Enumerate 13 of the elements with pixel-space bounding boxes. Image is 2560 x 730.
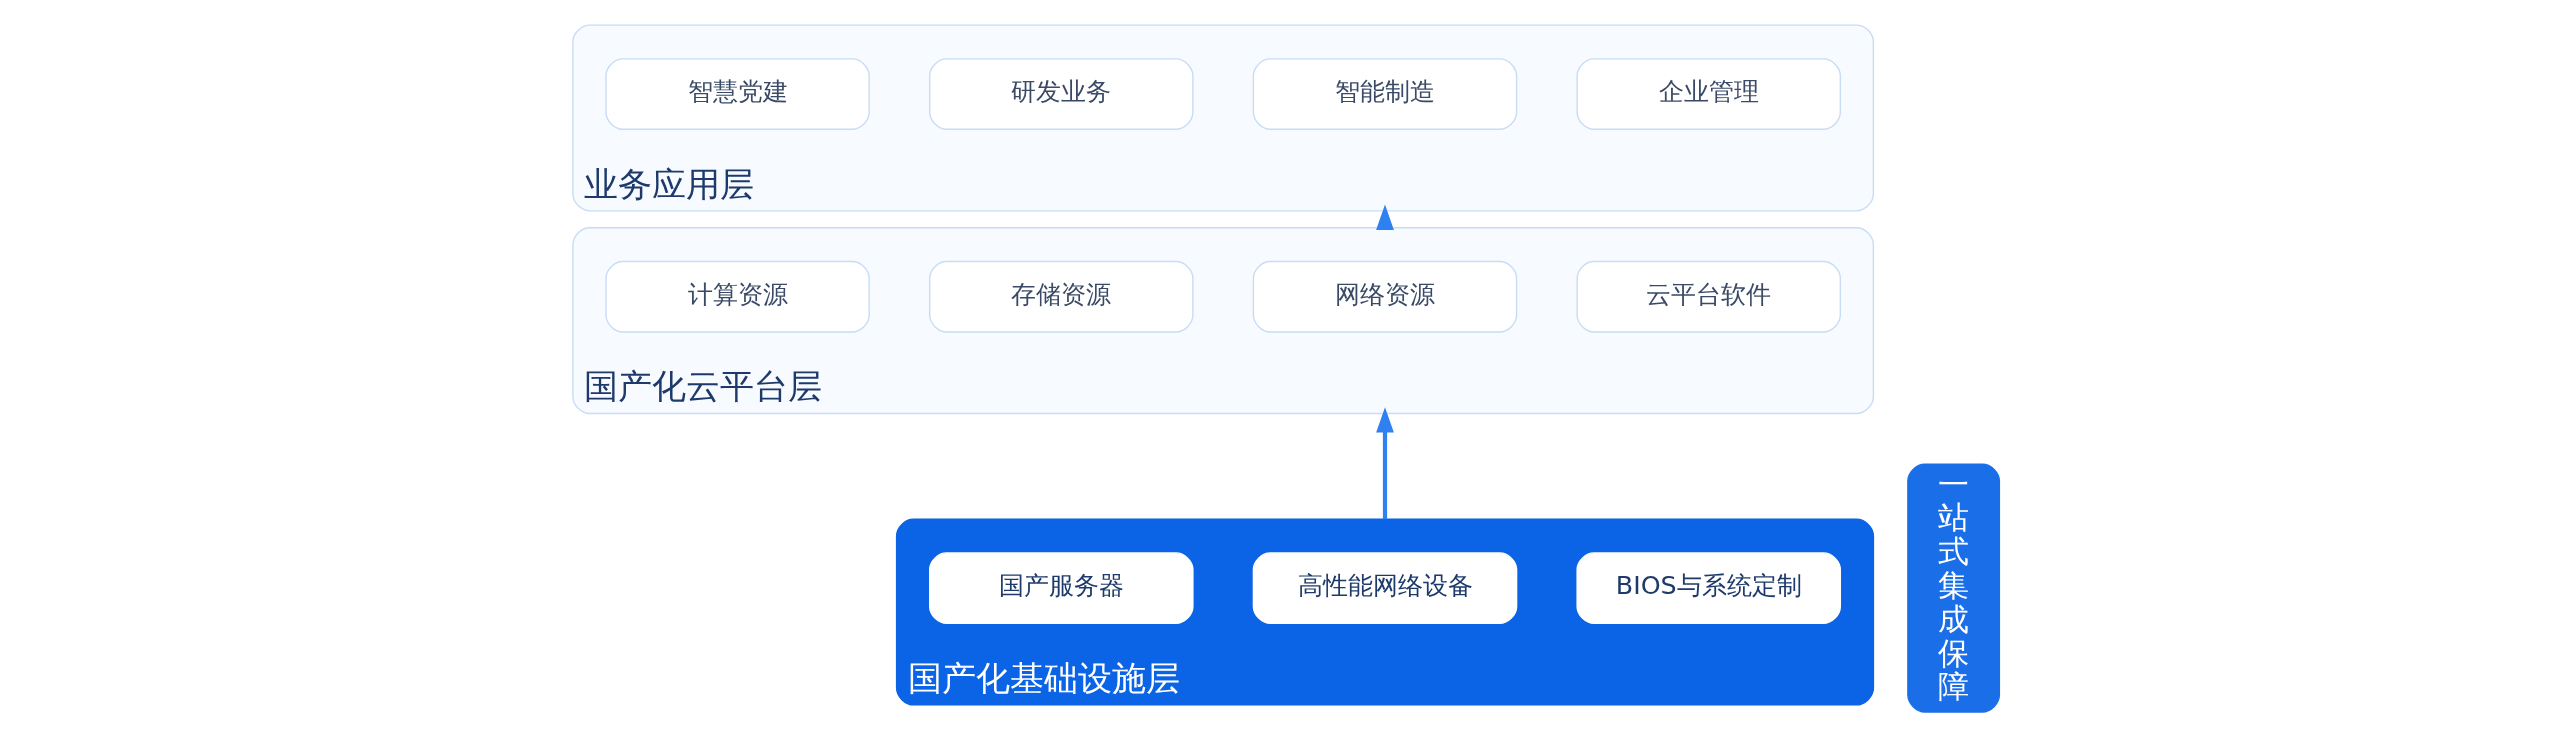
- node-box: 一站式集成保障: [1906, 463, 2000, 713]
- node-box: BIOS与系统定制: [1575, 552, 1841, 624]
- node-box: 研发业务: [928, 58, 1194, 130]
- arrow: [1375, 407, 1394, 520]
- node-box: 智慧党建: [604, 58, 870, 130]
- node-box: 存储资源: [928, 260, 1194, 333]
- node-box: 云平台软件: [1575, 260, 1841, 333]
- node-box: 国产服务器: [928, 552, 1194, 624]
- node-box: 企业管理: [1575, 58, 1841, 130]
- node-box: 网络资源: [1252, 260, 1517, 333]
- node-box: 高性能网络设备: [1252, 552, 1517, 624]
- node-box: 智能制造: [1252, 58, 1517, 130]
- node-box: 计算资源: [604, 260, 870, 333]
